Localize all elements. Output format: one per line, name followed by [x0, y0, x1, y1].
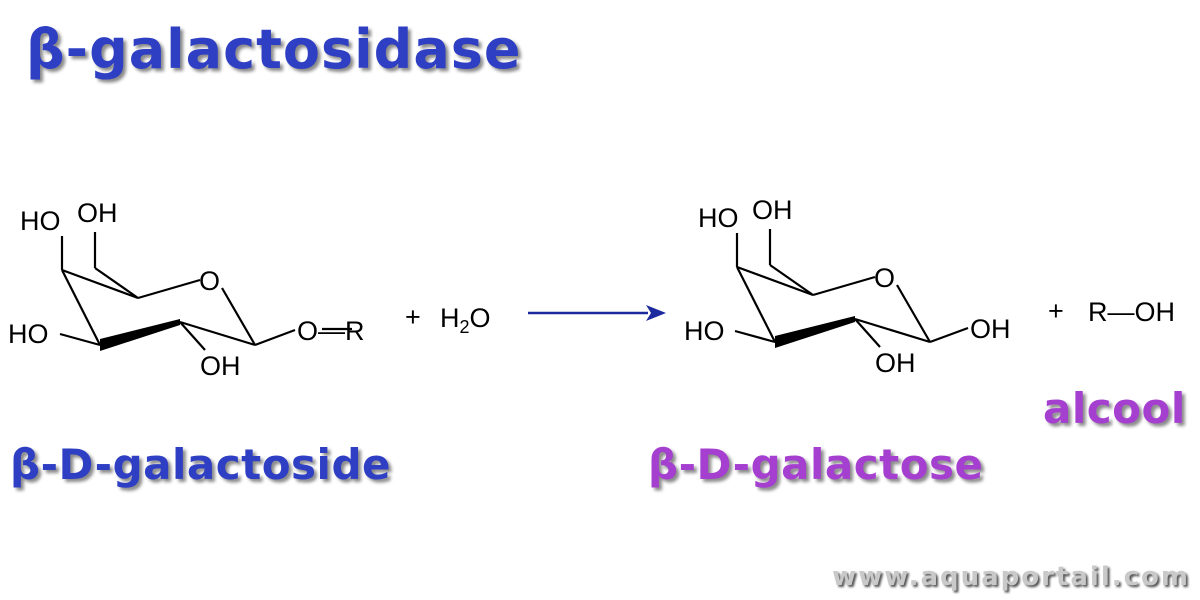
galactoside-ho-top: HO — [20, 206, 61, 236]
galactoside-ho-left: HO — [8, 319, 49, 349]
galactoside-ring-oxygen: O — [199, 266, 220, 296]
galactoside-oh-bottom: OH — [200, 351, 241, 381]
galactose-oh-top: OH — [752, 195, 793, 225]
galactose-oh-bottom: OH — [875, 348, 916, 378]
galactoside-wedge-bond — [100, 319, 180, 351]
alcohol-formula: R—OH — [1088, 297, 1175, 327]
alcohol-label: alcool — [1043, 384, 1186, 433]
galactoside-ether-group: O—R — [297, 316, 365, 346]
galactose-ho-left: HO — [684, 316, 725, 346]
watermark: www.aquaportail.com — [832, 562, 1190, 592]
diagram-title: β-galactosidase — [26, 18, 522, 81]
galactose-wedge-bond — [775, 316, 855, 348]
galactoside-structure: HO OH O HO OH O—R — [8, 198, 365, 381]
galactoside-label: β-D-galactoside — [10, 440, 391, 489]
galactose-ho-top: HO — [698, 203, 739, 233]
plus-sign-water: + — [405, 302, 421, 332]
reaction-arrow — [528, 305, 666, 321]
plus-sign-alcohol: + — [1048, 296, 1064, 326]
galactose-oh-right: OH — [970, 314, 1011, 344]
galactose-label: β-D-galactose — [648, 440, 984, 489]
galactoside-bonds — [59, 232, 352, 351]
galactose-ring-oxygen: O — [874, 263, 895, 293]
water-formula: H2O — [440, 303, 491, 337]
galactose-bonds — [734, 229, 969, 348]
galactoside-oh-top: OH — [77, 198, 118, 228]
galactose-structure: HO OH O HO OH OH — [684, 195, 1011, 378]
